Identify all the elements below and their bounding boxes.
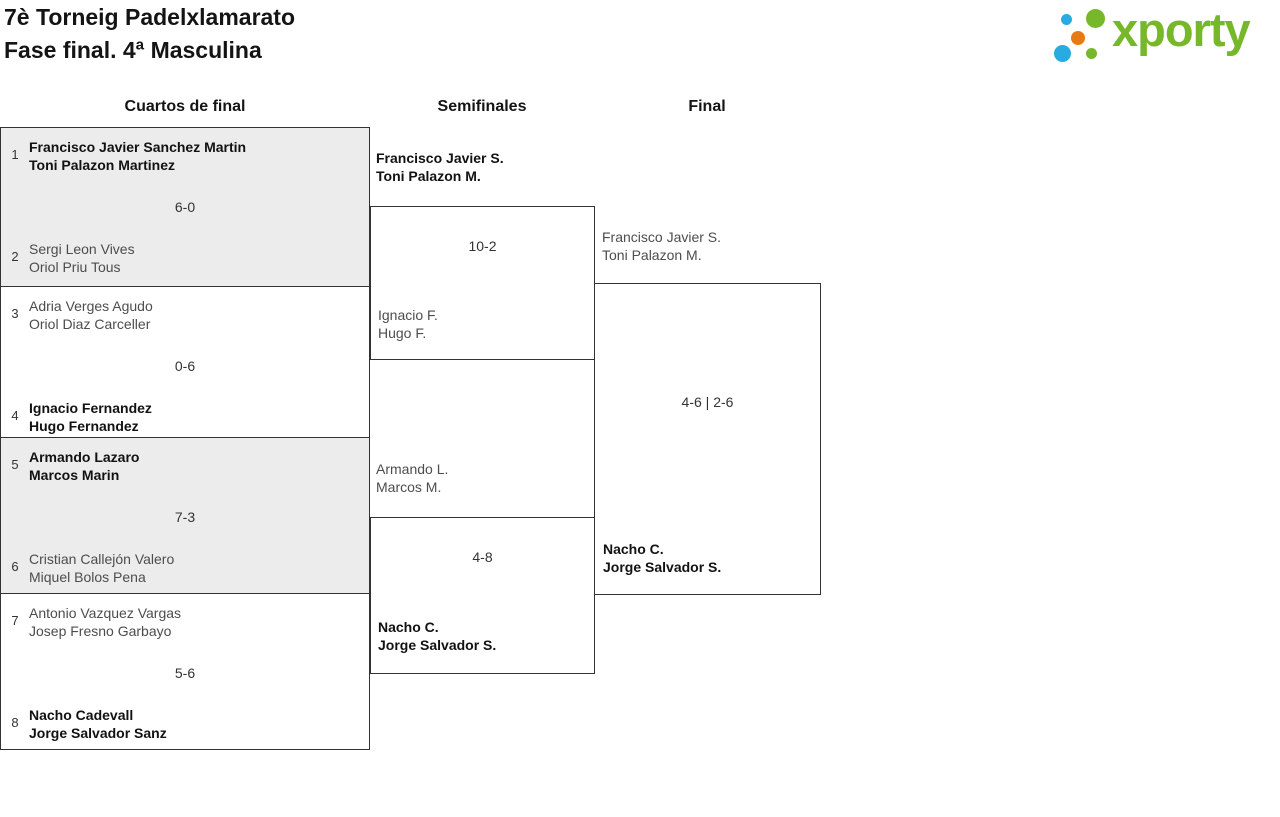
qf2-team-top: Adria Verges Agudo Oriol Diaz Carceller [29,297,153,333]
qf1-team-top: Francisco Javier Sanchez Martin Toni Pal… [29,138,246,174]
player-name: Toni Palazon Martinez [29,157,175,173]
seed-number: 7 [11,613,19,628]
phase-category: Fase final. 4ª Masculina [4,37,262,63]
xporty-logo[interactable]: xporty [1050,5,1280,75]
player-name: Josep Fresno Garbayo [29,623,172,639]
round-header-semifinals: Semifinales [437,98,527,115]
final-team-bottom: Nacho C. Jorge Salvador S. [603,540,721,576]
player-name: Jorge Salvador Sanz [29,725,167,741]
player-name: Francisco Javier S. [376,150,504,166]
player-name: Toni Palazon M. [602,247,702,263]
player-name: Marcos M. [376,479,442,495]
quarterfinal-match-2: 3 Adria Verges Agudo Oriol Diaz Carcelle… [0,286,370,438]
seed-number: 1 [11,147,19,162]
player-name: Toni Palazon M. [376,168,481,184]
semifinal-match-2: 4-8 Nacho C. Jorge Salvador S. [370,517,595,674]
qf2-team-bottom: Ignacio Fernandez Hugo Fernandez [29,399,152,435]
match-score: 10-2 [468,238,497,254]
quarterfinal-match-1: 1 Francisco Javier Sanchez Martin Toni P… [0,127,370,287]
qf1-team-bottom: Sergi Leon Vives Oriol Priu Tous [29,240,135,276]
page-title: 7è Torneig Padelxlamarato Fase final. 4ª… [4,1,295,67]
round-header-quarterfinals: Cuartos de final [124,98,246,115]
player-name: Hugo F. [378,325,427,341]
seed-number: 5 [11,457,19,472]
player-name: Adria Verges Agudo [29,298,153,314]
seed-number: 2 [11,249,19,264]
player-name: Marcos Marin [29,467,120,483]
player-name: Armando L. [376,461,449,477]
player-name: Francisco Javier S. [602,229,722,245]
player-name: Antonio Vazquez Vargas [29,605,182,621]
qf4-team-bottom: Nacho Cadevall Jorge Salvador Sanz [29,706,167,742]
player-name: Sergi Leon Vives [29,241,135,257]
quarterfinal-match-3: 5 Armando Lazaro Marcos Marin 7-3 6 Cris… [0,437,370,594]
logo-wordmark: xporty [1112,3,1251,56]
logo-dot-icon [1054,45,1071,62]
logo-dot-icon [1061,14,1072,25]
logo-dot-icon [1086,9,1105,28]
player-name: Jorge Salvador S. [378,637,497,653]
seed-number: 6 [11,559,19,574]
player-name: Nacho C. [378,619,439,635]
player-name: Ignacio Fernandez [29,400,152,416]
player-name: Jorge Salvador S. [603,559,722,575]
semifinal-match-1: 10-2 Ignacio F. Hugo F. [370,206,595,360]
qf3-team-top: Armando Lazaro Marcos Marin [29,448,139,484]
quarterfinal-match-4: 7 Antonio Vazquez Vargas Josep Fresno Ga… [0,593,370,750]
qf3-team-bottom: Cristian Callejón Valero Miquel Bolos Pe… [29,550,174,586]
match-score: 4-8 [472,549,493,565]
player-name: Oriol Priu Tous [29,259,121,275]
player-name: Miquel Bolos Pena [29,569,146,585]
match-score: 5-6 [174,665,196,681]
player-name: Cristian Callejón Valero [29,551,175,567]
sf1-team-top: Francisco Javier S. Toni Palazon M. [376,149,504,185]
final-match: 4-6 | 2-6 Nacho C. Jorge Salvador S. [594,283,821,595]
seed-number: 8 [11,715,19,730]
player-name: Armando Lazaro [29,449,140,465]
match-score: 0-6 [174,358,196,374]
tournament-name: 7è Torneig Padelxlamarato [4,4,296,30]
match-score: 7-3 [174,509,196,525]
logo-dot-icon [1086,48,1097,59]
final-team-top: Francisco Javier S. Toni Palazon M. [602,228,721,264]
player-name: Hugo Fernandez [29,418,139,434]
sf1-team-bottom: Ignacio F. Hugo F. [378,306,438,342]
match-score: 4-6 | 2-6 [681,394,734,410]
player-name: Francisco Javier Sanchez Martin [29,139,247,155]
sf2-team-top: Armando L. Marcos M. [376,460,448,496]
round-header-final: Final [688,98,726,115]
player-name: Nacho Cadevall [29,707,134,723]
player-name: Nacho C. [603,541,664,557]
logo-dot-icon [1071,31,1085,45]
qf4-team-top: Antonio Vazquez Vargas Josep Fresno Garb… [29,604,181,640]
seed-number: 4 [11,408,19,423]
match-score: 6-0 [174,199,196,215]
player-name: Ignacio F. [378,307,438,323]
sf2-team-bottom: Nacho C. Jorge Salvador S. [378,618,496,654]
seed-number: 3 [11,306,19,321]
player-name: Oriol Diaz Carceller [29,316,151,332]
